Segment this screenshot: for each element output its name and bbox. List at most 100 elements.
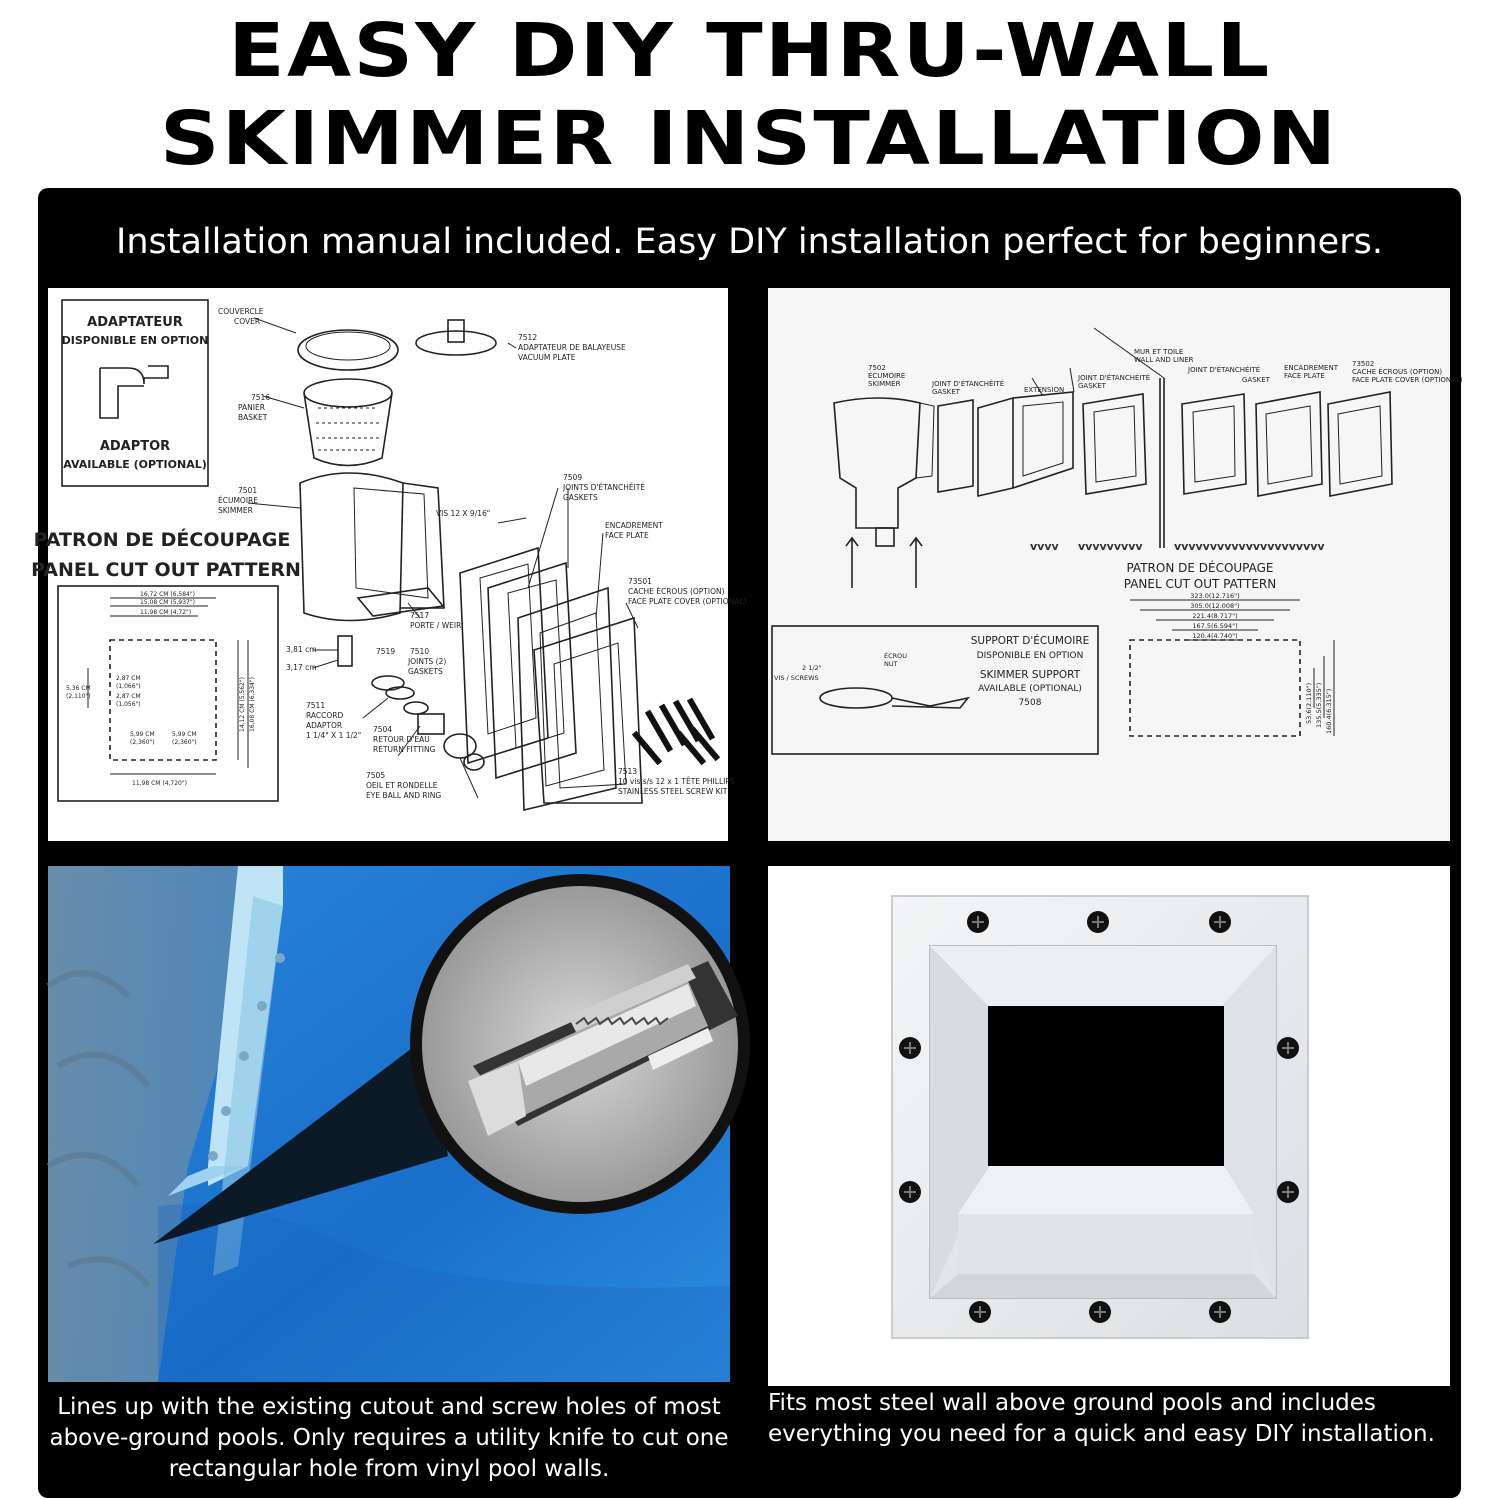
svg-text:FACE PLATE COVER (OPTIONAL): FACE PLATE COVER (OPTIONAL) [1352,376,1463,384]
svg-text:120.4(4.740"): 120.4(4.740") [1192,632,1237,640]
svg-text:2,87 CM: 2,87 CM [116,675,141,682]
svg-text:GASKETS: GASKETS [563,493,598,502]
svg-text:GASKET: GASKET [932,388,961,396]
svg-text:JOINTS (2): JOINTS (2) [407,657,446,666]
svg-text:ENCADREMENT: ENCADREMENT [1284,364,1339,372]
svg-text:53.6(2.110"): 53.6(2.110") [1305,683,1313,724]
svg-text:11,98 CM (4,72"): 11,98 CM (4,72") [140,609,191,616]
screw-heads [899,911,1299,1323]
svg-text:VACUUM PLATE: VACUUM PLATE [518,353,576,362]
svg-text:16,08 CM (6,334"): 16,08 CM (6,334") [249,677,256,732]
svg-text:FACE PLATE: FACE PLATE [605,531,649,540]
svg-text:RETURN FITTING: RETURN FITTING [373,745,436,754]
svg-text:VIS / SCREWS: VIS / SCREWS [774,674,819,682]
svg-text:vvvvvvvvv: vvvvvvvvv [1078,540,1143,553]
svg-text:JOINTS D'ÉTANCHÉITÉ: JOINTS D'ÉTANCHÉITÉ [562,483,645,492]
svg-text:SKIMMER: SKIMMER [218,506,253,515]
svg-text:160.4(6.315"): 160.4(6.315") [1325,689,1333,734]
svg-text:11,98 CM (4,720"): 11,98 CM (4,720") [132,780,187,787]
svg-text:(2,360"): (2,360") [172,739,197,746]
svg-text:FACE PLATE: FACE PLATE [1284,372,1325,380]
adapter-fr-title: ADAPTATEUR [87,315,183,330]
svg-text:COVER: COVER [234,317,260,326]
svg-text:MUR ET TOILE: MUR ET TOILE [1134,348,1183,356]
svg-text:SUPPORT D'ÉCUMOIRE: SUPPORT D'ÉCUMOIRE [971,634,1090,647]
svg-text:RACCORD: RACCORD [306,711,343,720]
svg-text:305.0(12.008"): 305.0(12.008") [1190,602,1239,610]
svg-text:323.0(12.716"): 323.0(12.716") [1190,592,1239,600]
side-view-diagram-panel: vvvv vvvvvvvvv vvvvvvvvvvvvvvvvvvvvv 750… [768,288,1463,841]
svg-text:2 1/2": 2 1/2" [802,664,822,672]
svg-text:ADAPTATEUR DE BALAYEUSE: ADAPTATEUR DE BALAYEUSE [518,343,626,352]
svg-text:JOINT D'ÉTANCHÉITÉ: JOINT D'ÉTANCHÉITÉ [1187,365,1260,374]
svg-text:PATRON DE DÉCOUPAGE: PATRON DE DÉCOUPAGE [1126,560,1273,575]
pool-wall-photo [46,866,750,1382]
svg-text:FACE PLATE COVER (OPTIONAL): FACE PLATE COVER (OPTIONAL) [628,597,747,606]
svg-text:167.5(6.594"): 167.5(6.594") [1192,622,1237,630]
svg-text:GASKET: GASKET [1242,376,1271,384]
svg-text:135.5(5.335"): 135.5(5.335") [1315,683,1323,728]
svg-text:7508: 7508 [1019,698,1042,708]
svg-text:COUVERCLE: COUVERCLE [218,307,264,316]
svg-text:JOINT D'ÉTANCHÉITÉ: JOINT D'ÉTANCHÉITÉ [931,379,1004,388]
svg-text:73501: 73501 [628,577,652,586]
svg-text:AVAILABLE (OPTIONAL): AVAILABLE (OPTIONAL) [978,684,1082,694]
svg-text:16,72 CM (6,584"): 16,72 CM (6,584") [140,591,195,598]
svg-text:(1,056"): (1,056") [116,701,141,708]
headline-line-2: SKIMMER INSTALLATION [160,96,1339,182]
svg-text:EXTENSION: EXTENSION [1024,386,1064,394]
svg-text:7516: 7516 [251,393,270,402]
svg-text:5,99 CM: 5,99 CM [130,731,155,738]
utility-knife-icon [468,961,738,1136]
svg-text:7502: 7502 [868,364,886,372]
page-headline: EASY DIY THRU-WALL SKIMMER INSTALLATION [0,0,1499,190]
svg-text:vvvvvvvvvvvvvvvvvvvvv: vvvvvvvvvvvvvvvvvvvvv [1174,540,1325,553]
pattern-title-fr: PATRON DE DÉCOUPAGE [34,528,291,551]
face-plate-illustration [891,895,1309,1339]
side-view-diagram: vvvv vvvvvvvvv vvvvvvvvvvvvvvvvvvvvv 750… [771,327,1463,755]
headline-line-1: EASY DIY THRU-WALL [227,8,1272,94]
svg-text:vvvv: vvvv [1030,540,1060,553]
svg-text:PANIER: PANIER [238,403,265,412]
svg-text:7504: 7504 [373,725,392,734]
svg-text:7511: 7511 [306,701,325,710]
pool-wall-illustration [46,866,750,1382]
svg-text:DISPONIBLE EN OPTION: DISPONIBLE EN OPTION [977,651,1084,661]
svg-text:7513: 7513 [618,767,637,776]
parts-diagram: ADAPTATEUR DISPONIBLE EN OPTION ADAPTOR … [31,299,747,812]
svg-text:15,08 CM (5,937"): 15,08 CM (5,937") [140,599,195,606]
svg-text:JOINT D'ÉTANCHÉITÉ: JOINT D'ÉTANCHÉITÉ [1077,373,1150,382]
svg-text:STAINLESS STEEL SCREW KIT: STAINLESS STEEL SCREW KIT [618,787,728,796]
subheading: Installation manual included. Easy DIY i… [116,222,1383,262]
parts-diagram-panel: ADAPTATEUR DISPONIBLE EN OPTION ADAPTOR … [31,288,747,841]
svg-text:2,87 CM: 2,87 CM [116,693,141,700]
svg-text:WALL AND LINER: WALL AND LINER [1134,356,1194,364]
svg-text:10 vis s/s 12 x 1 TÊTE PHILLIP: 10 vis s/s 12 x 1 TÊTE PHILLIPS [618,777,735,786]
pattern-title-en: PANEL CUT OUT PATTERN [31,559,301,581]
skimmer-opening [988,1006,1224,1166]
svg-text:ÉCUMOIRE: ÉCUMOIRE [218,496,258,505]
svg-text:VIS 12 X 9/16": VIS 12 X 9/16" [436,509,490,518]
svg-text:3,81 cm: 3,81 cm [286,645,317,654]
svg-text:(2,110"): (2,110") [66,693,91,700]
svg-text:7509: 7509 [563,473,582,482]
svg-text:221.4(8.717"): 221.4(8.717") [1192,612,1237,620]
svg-text:7512: 7512 [518,333,537,342]
svg-text:CACHE ÉCROUS (OPTION): CACHE ÉCROUS (OPTION) [1352,367,1442,376]
svg-text:CACHE ÉCROUS (OPTION): CACHE ÉCROUS (OPTION) [628,587,725,596]
svg-text:OEIL ET RONDELLE: OEIL ET RONDELLE [366,781,438,790]
screws-row: vvvv vvvvvvvvv vvvvvvvvvvvvvvvvvvvvv [1030,540,1325,553]
svg-text:5,36 CM: 5,36 CM [66,685,91,692]
svg-text:PORTE / WEIR: PORTE / WEIR [410,621,461,630]
svg-text:GASKET: GASKET [1078,382,1107,390]
svg-text:3,17 cm: 3,17 cm [286,663,317,672]
svg-text:(1,066"): (1,066") [116,683,141,690]
svg-text:AVAILABLE (OPTIONAL): AVAILABLE (OPTIONAL) [63,458,207,471]
svg-text:7505: 7505 [366,771,385,780]
svg-text:7501: 7501 [238,486,257,495]
svg-text:7510: 7510 [410,647,429,656]
svg-text:7519: 7519 [376,647,395,656]
svg-text:5,99 CM: 5,99 CM [172,731,197,738]
caption-bottom-right: Fits most steel wall above ground pools … [768,1390,1435,1447]
svg-text:ÉCUMOIRE: ÉCUMOIRE [868,371,905,380]
